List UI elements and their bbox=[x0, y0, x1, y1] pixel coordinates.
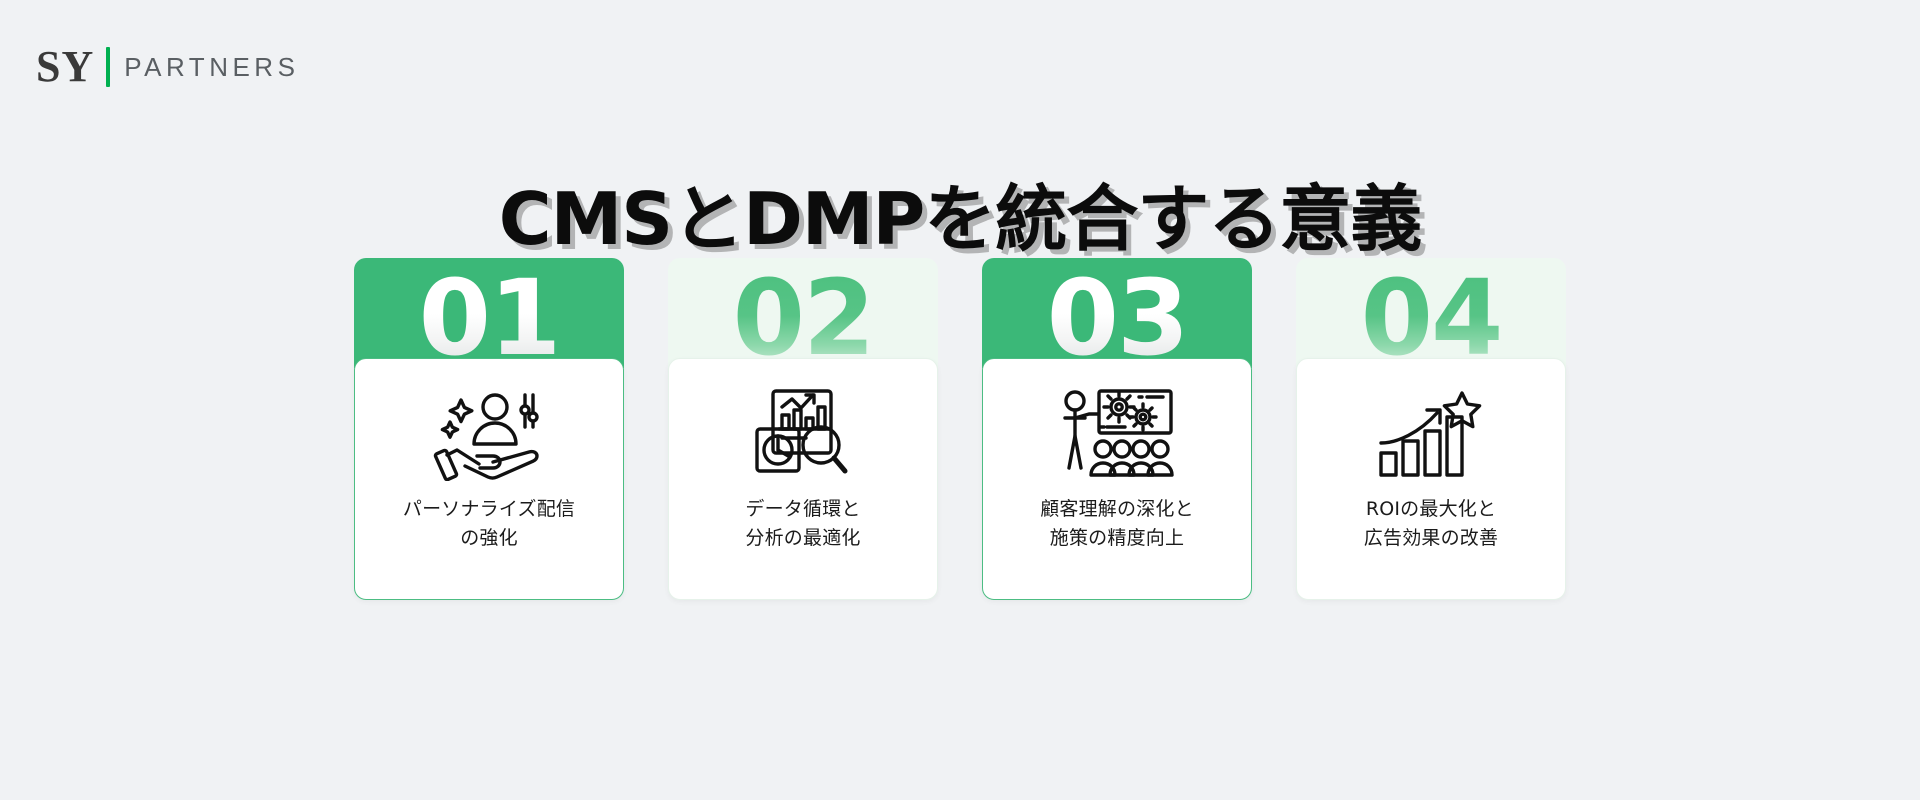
card-body: ROIの最大化と 広告効果の改善 bbox=[1296, 358, 1566, 600]
growth-bar-chart-star-icon bbox=[1371, 381, 1491, 485]
card-label: データ循環と 分析の最適化 bbox=[745, 495, 860, 552]
card-body: 顧客理解の深化と 施策の精度向上 bbox=[982, 358, 1252, 600]
card-row: 01 パーソナライズ配信 の bbox=[0, 258, 1920, 600]
card-label-line1: 顧客理解の深化と bbox=[1040, 498, 1194, 520]
brand-mark: SY bbox=[36, 42, 95, 91]
page-title: CMSとDMPを統合する意義 bbox=[498, 177, 1423, 262]
brand-logo: SY PARTNERS bbox=[36, 44, 299, 90]
card-label-line1: データ循環と bbox=[745, 498, 861, 520]
card-number-header: 01 bbox=[354, 258, 624, 368]
card-number: 04 bbox=[1296, 266, 1566, 368]
card-number: 01 bbox=[354, 266, 624, 368]
card-label-line2: 広告効果の改善 bbox=[1363, 526, 1499, 549]
card-number-header: 04 bbox=[1296, 258, 1566, 368]
card-number-header: 02 bbox=[668, 258, 938, 368]
card-number: 03 bbox=[982, 266, 1252, 368]
presenter-audience-gears-icon bbox=[1057, 381, 1177, 485]
card-label-line1: パーソナライズ配信 bbox=[402, 498, 576, 520]
data-report-magnifier-icon bbox=[743, 381, 863, 485]
personalized-user-hand-icon bbox=[429, 381, 549, 485]
card-body: パーソナライズ配信 の強化 bbox=[354, 358, 624, 600]
card-label-line2: の強化 bbox=[460, 526, 518, 549]
card-number-header: 03 bbox=[982, 258, 1252, 368]
card-label-line2: 施策の精度向上 bbox=[1049, 526, 1185, 549]
card-label: ROIの最大化と 広告効果の改善 bbox=[1364, 495, 1498, 552]
benefit-card-01[interactable]: 01 パーソナライズ配信 の bbox=[354, 258, 624, 600]
card-body: データ循環と 分析の最適化 bbox=[668, 358, 938, 600]
card-label: パーソナライズ配信 の強化 bbox=[403, 495, 575, 552]
card-label-line1: ROIの最大化と bbox=[1365, 498, 1497, 520]
card-number: 02 bbox=[668, 266, 938, 368]
brand-divider-bar bbox=[106, 47, 111, 87]
benefit-card-02[interactable]: 02 bbox=[668, 258, 938, 600]
brand-name: PARTNERS bbox=[124, 52, 300, 82]
card-label: 顧客理解の深化と 施策の精度向上 bbox=[1040, 495, 1194, 552]
benefit-card-04[interactable]: 04 ROIの最大化と 広告効果の改善 bbox=[1296, 258, 1566, 600]
benefit-card-03[interactable]: 03 bbox=[982, 258, 1252, 600]
card-label-line2: 分析の最適化 bbox=[745, 526, 861, 549]
